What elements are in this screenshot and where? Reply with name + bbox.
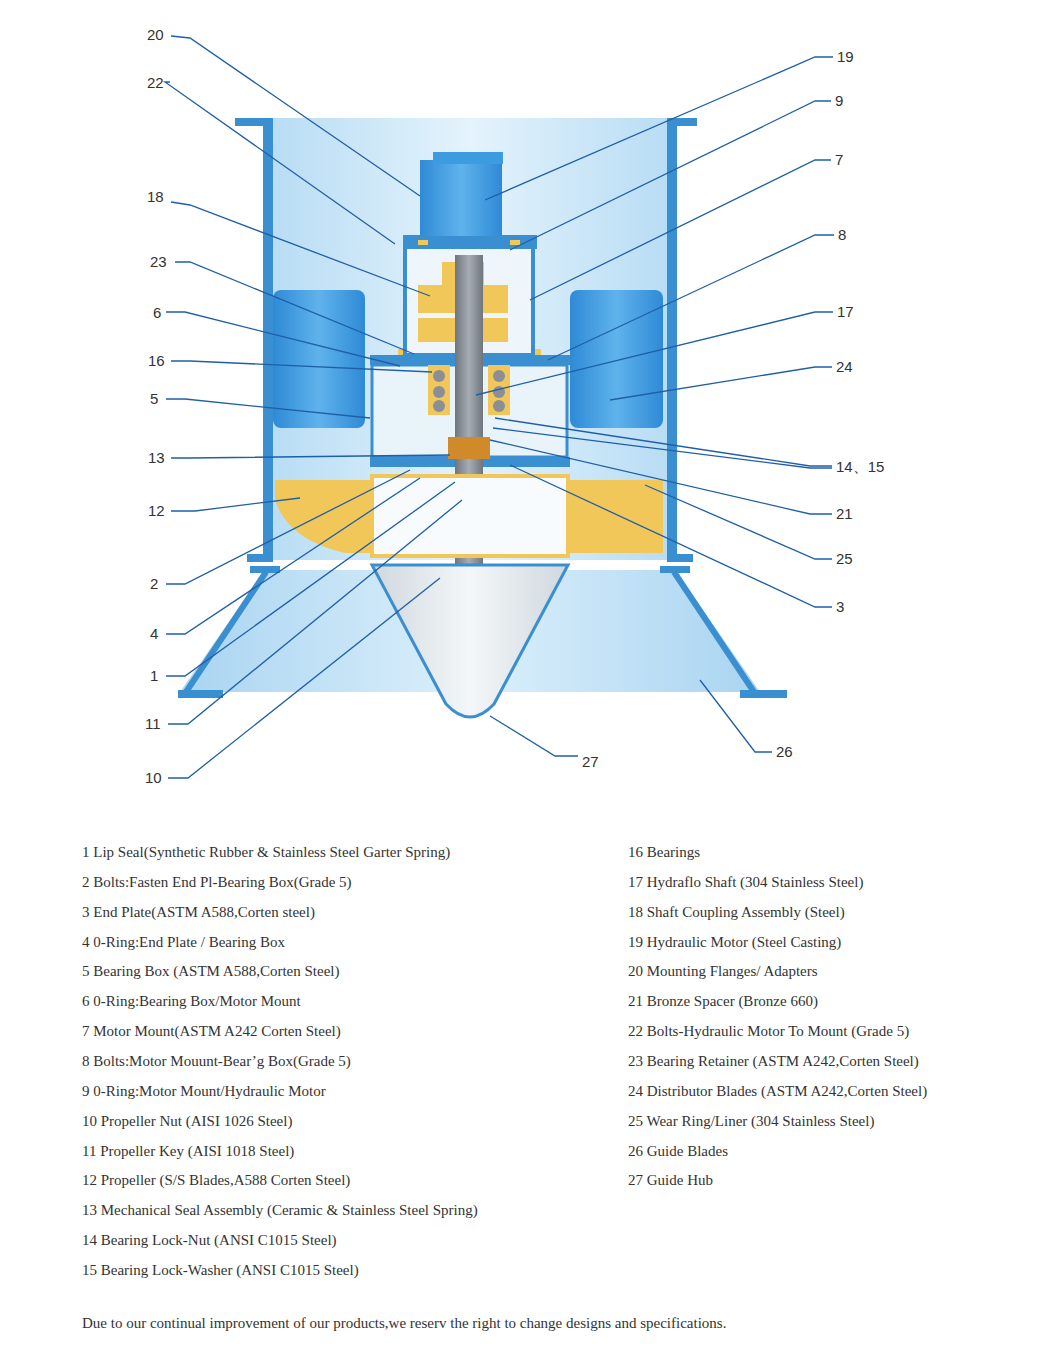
- parts-list-item: 9 0-Ring:Motor Mount/Hydraulic Motor: [82, 1082, 326, 1100]
- pump-illustration: [0, 0, 1060, 800]
- parts-list-item: 4 0-Ring:End Plate / Bearing Box: [82, 933, 285, 951]
- parts-list-item: 22 Bolts-Hydraulic Motor To Mount (Grade…: [628, 1022, 909, 1040]
- callout-number: 21: [836, 505, 853, 523]
- parts-list-item: 2 Bolts:Fasten End Pl-Bearing Box(Grade …: [82, 873, 352, 891]
- parts-list-item: 25 Wear Ring/Liner (304 Stainless Steel): [628, 1112, 874, 1130]
- parts-list-item: 11 Propeller Key (AISI 1018 Steel): [82, 1142, 294, 1160]
- parts-list-item: 20 Mounting Flanges/ Adapters: [628, 962, 818, 980]
- callout-number: 12: [148, 502, 165, 520]
- parts-list-item: 10 Propeller Nut (AISI 1026 Steel): [82, 1112, 292, 1130]
- parts-list-item: 18 Shaft Coupling Assembly (Steel): [628, 903, 845, 921]
- callout-number: 13: [148, 449, 165, 467]
- parts-list-item: 19 Hydraulic Motor (Steel Casting): [628, 933, 841, 951]
- callout-number: 26: [776, 743, 793, 761]
- callout-number: 1: [150, 667, 158, 685]
- callout-number: 6: [153, 304, 161, 322]
- callout-number: 27: [582, 753, 599, 771]
- parts-list-item: 12 Propeller (S/S Blades,A588 Corten Ste…: [82, 1171, 350, 1189]
- parts-list-item: 23 Bearing Retainer (ASTM A242,Corten St…: [628, 1052, 919, 1070]
- callout-number: 14、15: [836, 458, 884, 476]
- callout-number: 19: [837, 48, 854, 66]
- parts-list-item: 13 Mechanical Seal Assembly (Ceramic & S…: [82, 1201, 478, 1219]
- parts-list-item: 14 Bearing Lock-Nut (ANSI C1015 Steel): [82, 1231, 337, 1249]
- parts-list-item: 26 Guide Blades: [628, 1142, 728, 1160]
- callout-number: 2: [150, 575, 158, 593]
- callout-number: 17: [837, 303, 854, 321]
- callout-number: 18: [147, 188, 164, 206]
- parts-list-item: 8 Bolts:Motor Mouunt-Bear’g Box(Grade 5): [82, 1052, 351, 1070]
- callout-number: 5: [150, 390, 158, 408]
- callout-number: 7: [835, 151, 843, 169]
- parts-list-item: 21 Bronze Spacer (Bronze 660): [628, 992, 818, 1010]
- parts-list-item: 17 Hydraflo Shaft (304 Stainless Steel): [628, 873, 863, 891]
- parts-list-item: 27 Guide Hub: [628, 1171, 713, 1189]
- callout-number: 24: [836, 358, 853, 376]
- parts-list-item: 3 End Plate(ASTM A588,Corten steel): [82, 903, 315, 921]
- callout-number: 11: [145, 715, 161, 733]
- callout-number: 10: [145, 769, 162, 787]
- callout-number: 3: [836, 598, 844, 616]
- parts-list-item: 6 0-Ring:Bearing Box/Motor Mount: [82, 992, 301, 1010]
- parts-list-item: 24 Distributor Blades (ASTM A242,Corten …: [628, 1082, 927, 1100]
- callout-number: 8: [838, 226, 846, 244]
- parts-list-item: 7 Motor Mount(ASTM A242 Corten Steel): [82, 1022, 341, 1040]
- parts-list-item: 15 Bearing Lock-Washer (ANSI C1015 Steel…: [82, 1261, 359, 1279]
- callout-number: 20: [147, 26, 164, 44]
- parts-list-item: 5 Bearing Box (ASTM A588,Corten Steel): [82, 962, 339, 980]
- callout-number: 23: [150, 253, 167, 271]
- parts-list-item: 16 Bearings: [628, 843, 700, 861]
- callout-number: 4: [150, 625, 158, 643]
- callout-number: 9: [835, 92, 843, 110]
- parts-list-item: 1 Lip Seal(Synthetic Rubber & Stainless …: [82, 843, 450, 861]
- footnote: Due to our continual improvement of our …: [82, 1314, 726, 1332]
- callout-number: 16: [148, 352, 165, 370]
- callout-number: 25: [836, 550, 853, 568]
- callout-number: 22: [147, 74, 164, 92]
